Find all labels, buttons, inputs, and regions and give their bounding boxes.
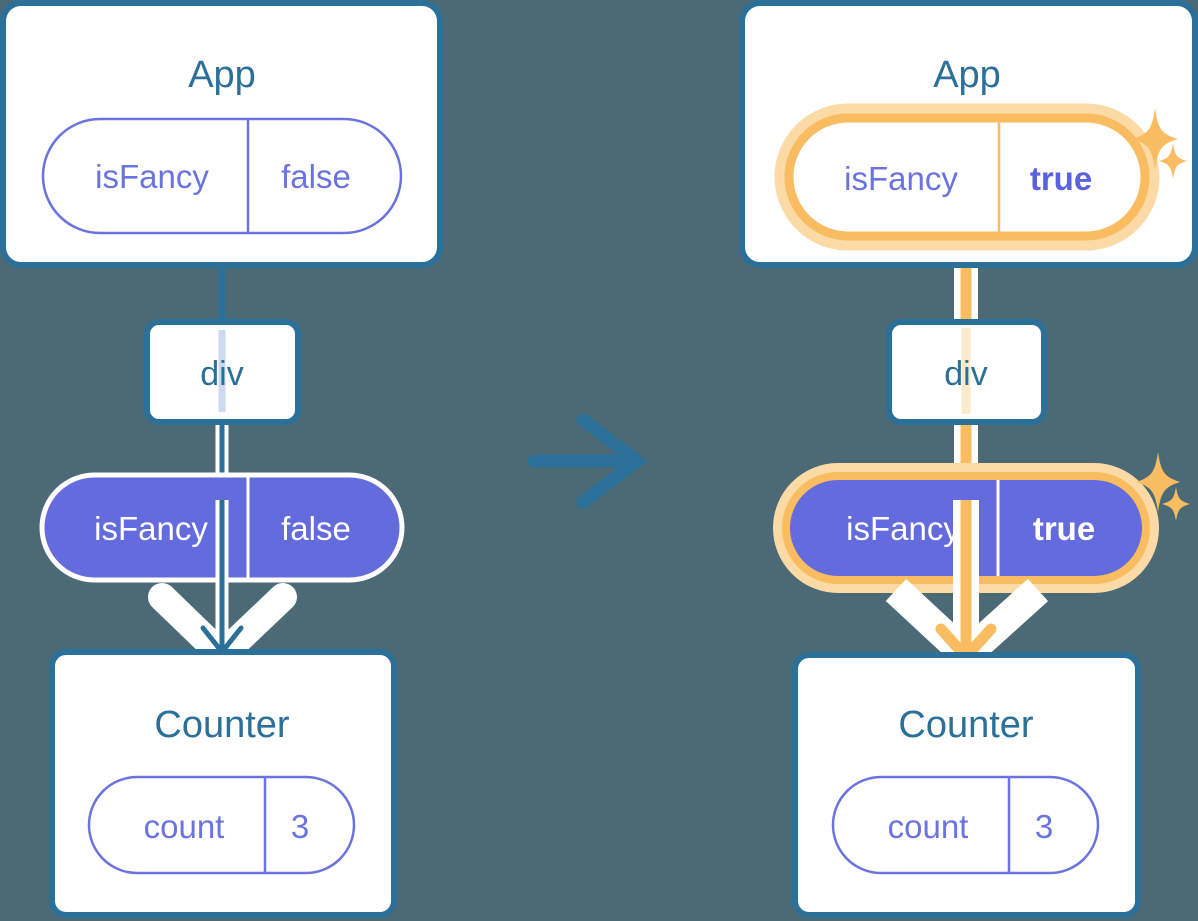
count-pill-outline — [87, 775, 356, 875]
app-title: App — [188, 54, 256, 96]
state-pill-isfancy-before: isFancy false — [41, 117, 403, 235]
count-pill-value-label: 3 — [291, 808, 309, 845]
prop-pill-value-label: false — [281, 510, 351, 547]
panel-after: App isFancy true div — [739, 0, 1198, 918]
arrow-right-icon-head — [576, 413, 648, 509]
pill-value-label: true — [1030, 160, 1092, 197]
box-counter-after: Counter count 3 — [792, 652, 1141, 918]
sparkle-large-shape — [1132, 108, 1178, 170]
counter-title: Counter — [154, 704, 290, 746]
div-label: div — [200, 355, 243, 393]
sparkle-large-shape — [1136, 452, 1180, 512]
sparkle-icon-app-small — [1159, 143, 1187, 179]
sparkle-icon-prop — [1136, 452, 1180, 512]
pill-value-label: false — [281, 158, 351, 195]
box-app-before: App isFancy false — [0, 0, 443, 268]
pill-key-label: isFancy — [95, 158, 209, 195]
app-title: App — [933, 54, 1001, 96]
prop-pill-key-label: isFancy — [846, 510, 960, 547]
counter-title: Counter — [898, 704, 1034, 746]
sparkle-icon-prop-small — [1162, 487, 1190, 521]
box-div-before: div — [144, 319, 301, 425]
sparkle-icon-app — [1132, 108, 1178, 170]
count-pill-value-label: 3 — [1035, 808, 1053, 845]
prop-pill-key-label: isFancy — [94, 510, 208, 547]
div-label: div — [944, 355, 987, 393]
transition-arrow-right — [527, 413, 648, 509]
box-counter-before: Counter count 3 — [49, 649, 397, 918]
count-pill-key-label: count — [144, 808, 225, 845]
pill-halo-outer — [774, 103, 1160, 251]
sparkle-small-shape — [1159, 143, 1187, 179]
box-div-after: div — [886, 319, 1047, 425]
state-pill-count-after: count 3 — [831, 775, 1100, 875]
panel-before: App isFancy false div isFancy false — [0, 0, 443, 918]
state-pill-count-before: count 3 — [87, 775, 356, 875]
sparkle-small-shape — [1162, 487, 1190, 521]
count-pill-key-label: count — [888, 808, 969, 845]
count-pill-outline — [831, 775, 1100, 875]
state-pill-isfancy-after: isFancy true — [774, 103, 1160, 251]
box-app-after: App isFancy true — [739, 0, 1198, 268]
pill-halo-inner — [784, 113, 1150, 241]
pill-outline — [41, 117, 403, 235]
pill-key-label: isFancy — [844, 160, 958, 197]
prop-pill-value-label: true — [1033, 510, 1095, 547]
